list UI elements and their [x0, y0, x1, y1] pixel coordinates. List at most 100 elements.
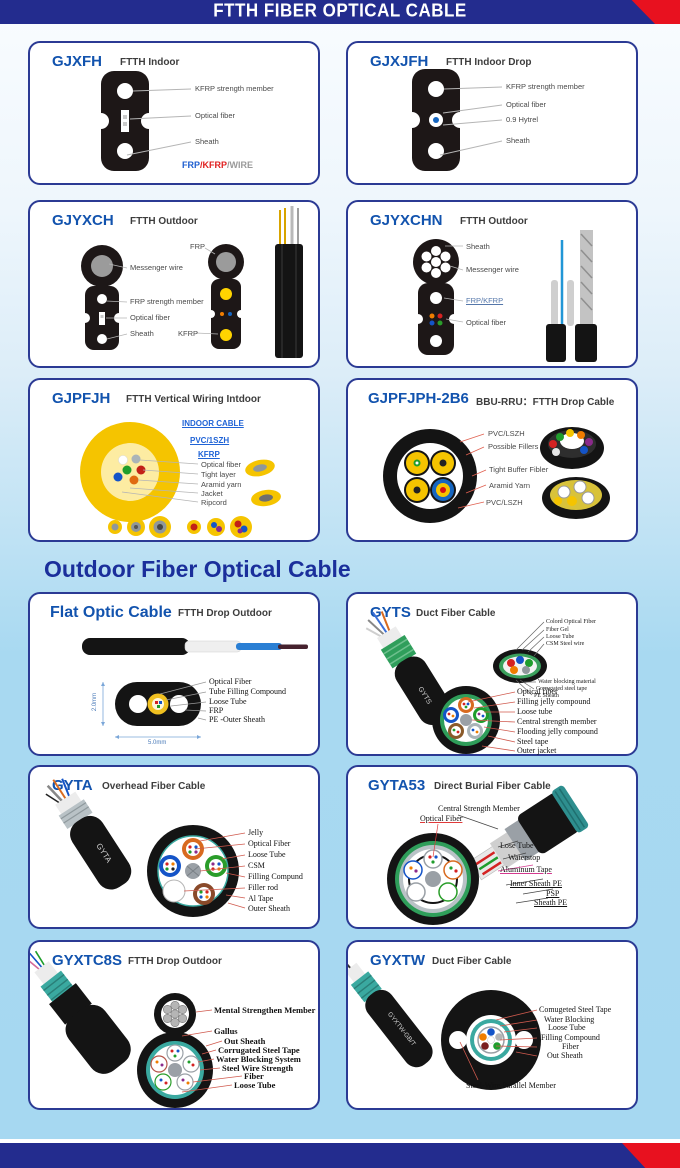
- label-steel-wire-parallel-member: Steel-Wire Parallel Member: [466, 1081, 556, 1090]
- label-loose-tube: Loose Tube: [248, 850, 286, 859]
- label-hytrel: 0.9 Hytrel: [506, 115, 539, 124]
- label-waterstop: Waterstop: [508, 853, 541, 862]
- label-optical-fiber: Optical fiber: [201, 460, 242, 469]
- label-out-sheath: Out Sheath: [547, 1051, 583, 1060]
- label-kfrp: KFRP: [178, 329, 199, 338]
- label-loose-tube-small: Loose Tube: [546, 634, 575, 640]
- label-water-blocking-system: Water Blocking System: [216, 1054, 301, 1064]
- label-ripcord: Ripcord: [201, 498, 227, 507]
- note-wire: WIRE: [229, 160, 254, 170]
- gjyxch-diagrams: [80, 206, 303, 358]
- card-gjpfjph-2b6: GJPFJPH-2B6 BBU-RRU：FTTH Drop Cable PVC/…: [346, 378, 638, 542]
- gyxtw-diagrams: GYXTW-GB/T: [348, 951, 541, 1090]
- card-gyta: GYTA Overhead Fiber Cable GYTA: [28, 765, 320, 929]
- label-pe-sheath: PE Sheath: [534, 693, 559, 699]
- label-central-strength-member: Central strength member: [517, 717, 597, 726]
- label-messenger-wire: Messenger wire: [130, 263, 183, 272]
- link-pvc-1szh[interactable]: PVC/1SZH: [190, 436, 230, 445]
- label-jacket: Jacket: [201, 489, 223, 498]
- cable-type: FTTH Vertical Wiring Intdoor: [126, 394, 261, 405]
- label-optical-fiber: Optical fiber: [506, 100, 547, 109]
- cable-type: Duct Fiber Cable: [416, 608, 496, 619]
- label-optical-fiber: Optical fiber: [195, 111, 236, 120]
- label-optical-fiber: Optical fiber: [517, 687, 558, 696]
- label-frp-kfrp: FRP/KFRP: [466, 296, 504, 305]
- label-sheath: Sheath: [506, 136, 530, 145]
- label-fiber: Fiber: [562, 1042, 579, 1051]
- label-optical-fiber: Optical Fiber: [420, 814, 463, 823]
- gjxjfh-cross-section-diagram: [404, 69, 503, 171]
- label-water-blocking: Water Blocking: [544, 1015, 595, 1024]
- footer-separator: [0, 1139, 680, 1143]
- label-psp: PSP: [546, 889, 560, 898]
- footer-band: [0, 1143, 680, 1168]
- note-slash1: /: [200, 160, 203, 170]
- card-gjyxchn: GJYXCHN FTTH Outdoor Sheath Messenger wi…: [346, 200, 638, 368]
- label-optical-fiber: Optical fiber: [466, 318, 507, 327]
- gjpfjh-diagrams: [80, 422, 281, 538]
- cable-type: Overhead Fiber Cable: [102, 781, 206, 792]
- label-pvc-lszh-outer: PVC/LSZH: [488, 429, 525, 438]
- model-name: Flat Optic Cable: [50, 604, 172, 621]
- card-gjpfjh: GJPFJH FTTH Vertical Wiring Intdoor INDO…: [28, 378, 320, 542]
- note-slash2: /: [227, 160, 230, 170]
- cable-type: Direct Burial Fiber Cable: [434, 781, 551, 792]
- gjxfh-cross-section-diagram: [93, 71, 192, 171]
- cable-type: FTTH Indoor: [120, 57, 180, 68]
- note-frp: FRP: [182, 160, 200, 170]
- label-outer-jacket: Outer jacket: [517, 746, 557, 755]
- cable-type: FTTH Outdoor: [460, 216, 528, 227]
- model-name: GJXJFH: [370, 53, 429, 70]
- label-tight-layer: Tight layer: [201, 470, 236, 479]
- label-al-tape: Al Tape: [248, 894, 274, 903]
- label-frp: FRP: [209, 706, 224, 715]
- label-gallus: Gallus: [214, 1026, 238, 1036]
- label-kfrp-strength-member: KFRP strength member: [506, 82, 585, 91]
- label-outer-sheath: Outer Sheath: [248, 904, 290, 913]
- model-name: GJXFH: [52, 53, 103, 70]
- label-csm-steel-wire: CSM Steel wire: [546, 641, 585, 647]
- gyxtc8s-diagrams: [30, 950, 243, 1108]
- model-name: GJYXCHN: [370, 212, 443, 229]
- label-filling-compound: Filling Compound: [541, 1033, 600, 1042]
- label-corrugated-steel-tape: Comugeted Steel Tape: [539, 1005, 612, 1014]
- label-out-sheath: Out Sheath: [224, 1036, 266, 1046]
- gyta53-diagrams: [387, 785, 589, 925]
- label-loose-tube: Loose Tube: [234, 1080, 276, 1090]
- card-gyxtc8s: GYXTC8S FTTH Drop Outdoor: [28, 940, 320, 1110]
- model-name: GJPFJH: [52, 390, 111, 407]
- label-optical-fiber: Optical fiber: [130, 313, 171, 322]
- cable-type: FTTH Drop Outdoor: [128, 956, 222, 967]
- cable-type: FTTH Indoor Drop: [446, 57, 532, 68]
- card-gjyxch: GJYXCH FTTH Outdoor Messenger wire FRP s…: [28, 200, 320, 368]
- card-gjxfh: GJXFH FTTH Indoor KFRP strength member O…: [28, 41, 320, 185]
- label-csm: CSM: [248, 861, 265, 870]
- gyts-diagrams: GYTS: [365, 611, 547, 754]
- footer-red-accent: [622, 1143, 680, 1168]
- link-indoor-cable[interactable]: INDOOR CABLE: [182, 419, 244, 428]
- label-optical-fiber: Optical Fiber: [209, 677, 252, 686]
- label-flooding-jelly-compound: Flooding jelly compound: [517, 727, 598, 736]
- label-tight-buffer-fiber: Tight Buffer Fibler: [489, 465, 549, 474]
- gyta-diagrams: GYTA: [45, 778, 246, 917]
- cable-type: Duct Fiber Cable: [432, 956, 512, 967]
- label-possible-fillers: Possible Fillers: [488, 442, 539, 451]
- label-pe-outer-sheath: PE -Outer Sheath: [209, 715, 265, 724]
- label-sheath: Sheath: [466, 242, 490, 251]
- label-lose-tube: Lose Tube: [500, 841, 534, 850]
- label-steel-tape: Steel tape: [517, 737, 549, 746]
- section-heading: Outdoor Fiber Optical Cable: [44, 556, 351, 582]
- header-band: FTTH FIBER OPTICAL CABLE: [0, 0, 680, 24]
- label-aramid-yarn: Aramid yarn: [201, 480, 242, 489]
- label-sheath-pe: Sheath PE: [534, 898, 568, 907]
- label-kfrp-strength-member: KFRP strength member: [195, 84, 274, 93]
- label-fiber-gel: Fiber Gel: [546, 627, 569, 633]
- cable-type: FTTH Outdoor: [130, 216, 198, 227]
- label-inner-sheath-pe: Inner Sheath PE: [510, 879, 562, 888]
- label-filling-jelly-compound: Filling jelly compound: [517, 697, 591, 706]
- gjyxchn-diagrams: [413, 230, 597, 362]
- label-filling-compound: Filling Compund: [248, 872, 303, 881]
- link-kfrp[interactable]: KFRP: [198, 450, 220, 459]
- model-name: GJPFJPH-2B6: [368, 390, 469, 407]
- card-gyts: GYTS Duct Fiber Cable GYTS: [346, 592, 638, 756]
